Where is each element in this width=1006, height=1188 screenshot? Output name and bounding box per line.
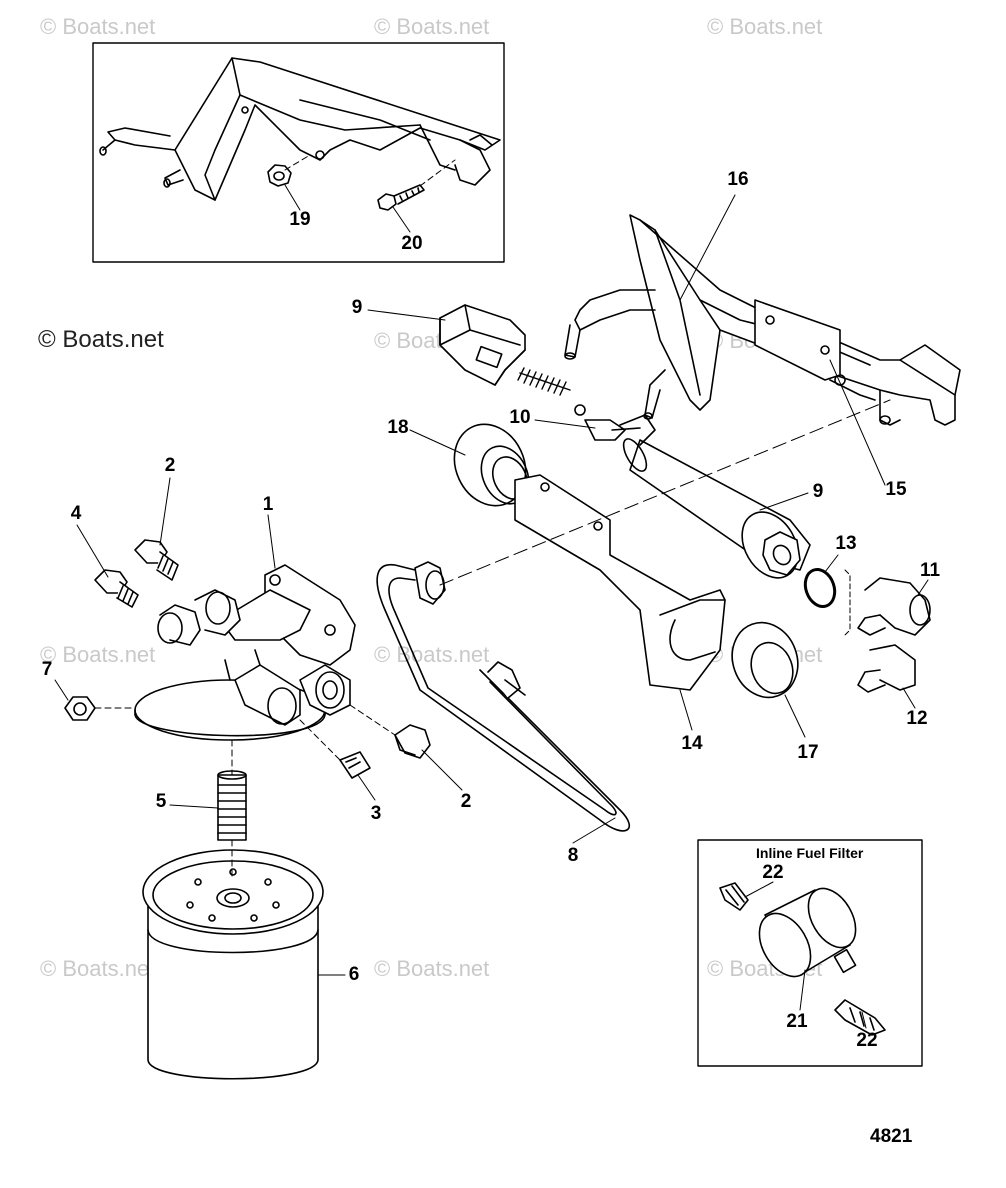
elbow-fitting-art [857, 644, 916, 693]
callout-15: 15 [885, 479, 907, 500]
callout-21: 21 [786, 1011, 808, 1032]
copyright-notice: © Boats.net [38, 326, 164, 353]
pump-bracket-art [514, 474, 726, 691]
fuel-filter-canister-art [142, 849, 324, 1080]
harness-connector-art [439, 304, 526, 386]
grommet-art [731, 621, 799, 699]
callout-2-top: 2 [164, 455, 176, 476]
barb-fitting-art [834, 999, 886, 1036]
inline-filter-inset-frame [697, 839, 923, 1067]
filter-head-art [134, 564, 356, 741]
callout-2-bottom: 2 [460, 791, 472, 812]
watermark: © Boats.net [707, 14, 823, 39]
leader-lines [54, 184, 929, 1029]
figure-number: 4821 [870, 1126, 913, 1147]
bracket-inset-frame [92, 42, 505, 263]
callout-9-pump: 9 [812, 481, 824, 502]
watermark: © Boats.net [40, 956, 156, 981]
pump-terminal-art [574, 404, 641, 441]
fuel-pump-art [619, 414, 811, 579]
callout-4: 4 [70, 503, 82, 524]
watermark: © Boats.net [374, 14, 490, 39]
callout-11: 11 [919, 560, 941, 581]
watermark: © Boats.net [40, 642, 156, 667]
callout-20: 20 [401, 233, 423, 254]
elbow-fitting-art [857, 577, 931, 636]
plug-art [94, 569, 139, 608]
callout-1: 1 [262, 494, 274, 515]
callout-16: 16 [727, 169, 749, 190]
callout-8: 8 [567, 845, 579, 866]
callout-9-connector: 9 [351, 297, 363, 318]
threaded-nipple-art [217, 770, 247, 841]
inset-bracket-art [99, 57, 501, 201]
watermark: © Boats.net [374, 956, 490, 981]
plug-art [134, 539, 179, 581]
watermark: © Boats.net [374, 642, 490, 667]
callout-6: 6 [348, 964, 360, 985]
callout-22-bottom: 22 [856, 1030, 878, 1051]
spacer-plate-art [754, 299, 841, 381]
callout-18: 18 [387, 417, 409, 438]
callout-5: 5 [155, 791, 167, 812]
plug-art [394, 724, 431, 759]
fuel-line-art [376, 561, 631, 832]
watermark: © Boats.net [40, 14, 156, 39]
callout-3: 3 [370, 803, 382, 824]
nut-art [64, 696, 96, 721]
inline-filter-art [758, 887, 857, 978]
o-ring-art [803, 568, 837, 608]
barb-fitting-art [719, 882, 749, 911]
callout-14: 14 [681, 733, 703, 754]
spring-art [517, 367, 571, 396]
callout-13: 13 [835, 533, 857, 554]
callout-10: 10 [509, 407, 531, 428]
callout-17: 17 [797, 742, 819, 763]
callout-22-top: 22 [762, 862, 784, 883]
screw-art [377, 184, 425, 211]
inline-filter-inset-title: Inline Fuel Filter [756, 845, 864, 861]
callout-12: 12 [906, 708, 928, 729]
callout-7: 7 [41, 659, 53, 680]
plug-art [339, 751, 371, 779]
callout-19: 19 [289, 209, 311, 230]
